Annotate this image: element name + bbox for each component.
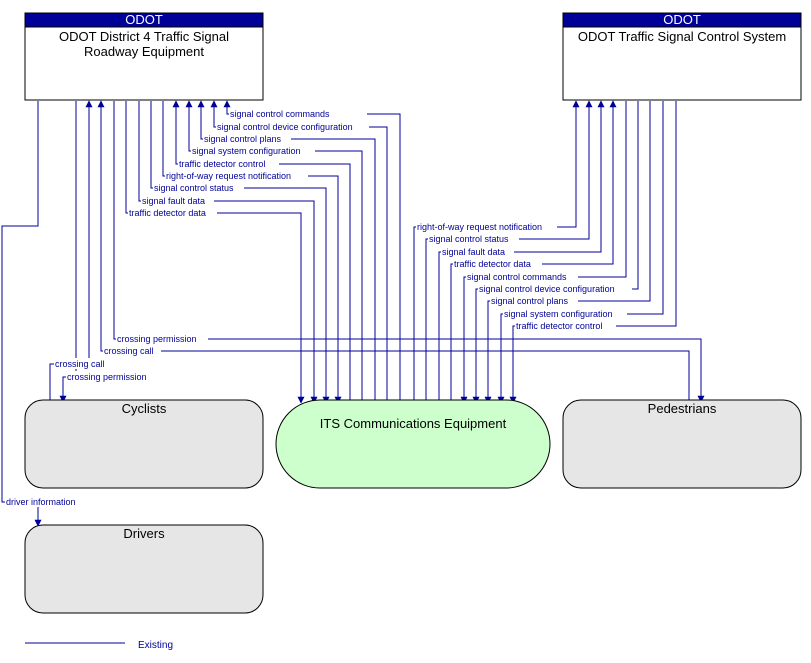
node-title: ITS Communications Equipment bbox=[320, 416, 507, 431]
legend: Existing bbox=[25, 640, 173, 651]
legend-existing-label: Existing bbox=[138, 640, 173, 651]
label-t-signal-control-plans: signal control plans bbox=[491, 296, 569, 306]
label-d4-signal-system-configuration: signal system configuration bbox=[192, 146, 301, 156]
flow-labels: signal control commands signal control d… bbox=[5, 108, 632, 507]
label-driver-information: driver information bbox=[6, 497, 76, 507]
label-d4-signal-control-commands: signal control commands bbox=[230, 109, 330, 119]
node-drivers[interactable]: Drivers bbox=[24, 524, 264, 614]
label-ped-crossing-permission: crossing permission bbox=[117, 334, 197, 344]
label-d4-traffic-detector-control: traffic detector control bbox=[179, 159, 265, 169]
owner-label: ODOT bbox=[663, 12, 701, 27]
label-d4-signal-control-device-configuration: signal control device configuration bbox=[217, 122, 353, 132]
label-t-signal-control-device-configuration: signal control device configuration bbox=[479, 284, 615, 294]
label-ped-crossing-call: crossing call bbox=[104, 346, 154, 356]
node-its-communications-equipment[interactable]: ITS Communications Equipment bbox=[275, 399, 551, 489]
node-title: Pedestrians bbox=[648, 401, 717, 416]
node-title-line1: ODOT District 4 Traffic Signal bbox=[59, 29, 229, 44]
node-title: Cyclists bbox=[122, 401, 167, 416]
label-d4-signal-fault-data: signal fault data bbox=[142, 196, 205, 206]
label-t-signal-fault-data: signal fault data bbox=[442, 247, 505, 257]
label-d4-right-of-way-request-notification: right-of-way request notification bbox=[166, 171, 291, 181]
flow-line-d4-signal-fault-data bbox=[138, 101, 318, 404]
flow-line-t-signal-fault-data bbox=[438, 100, 605, 403]
label-d4-traffic-detector-data: traffic detector data bbox=[129, 208, 206, 218]
flow-line-cyc-crossing-call bbox=[49, 100, 93, 402]
label-t-signal-control-commands: signal control commands bbox=[467, 272, 567, 282]
node-pedestrians[interactable]: Pedestrians bbox=[562, 399, 802, 489]
label-t-signal-control-status: signal control status bbox=[429, 234, 509, 244]
flow-line-ped-crossing-permission bbox=[113, 101, 705, 403]
label-cyc-crossing-call: crossing call bbox=[55, 359, 105, 369]
node-odot-district4-roadway-equipment[interactable]: ODOT ODOT District 4 Traffic Signal Road… bbox=[24, 12, 264, 101]
label-d4-signal-control-plans: signal control plans bbox=[204, 134, 282, 144]
label-t-signal-system-configuration: signal system configuration bbox=[504, 309, 613, 319]
flow-line-cyc-crossing-permission bbox=[59, 101, 77, 403]
label-t-traffic-detector-control: traffic detector control bbox=[516, 321, 602, 331]
label-d4-signal-control-status: signal control status bbox=[154, 183, 234, 193]
owner-label: ODOT bbox=[125, 12, 163, 27]
label-cyc-crossing-permission: crossing permission bbox=[67, 372, 147, 382]
node-title: Drivers bbox=[123, 526, 165, 541]
label-t-right-of-way-request-notification: right-of-way request notification bbox=[417, 222, 542, 232]
node-odot-traffic-signal-control-system[interactable]: ODOT ODOT Traffic Signal Control System bbox=[562, 12, 802, 101]
node-cyclists[interactable]: Cyclists bbox=[24, 399, 264, 489]
node-title: ODOT Traffic Signal Control System bbox=[578, 29, 786, 44]
node-title-line2: Roadway Equipment bbox=[84, 44, 204, 59]
flow-line-ped-crossing-call bbox=[97, 100, 690, 402]
label-t-traffic-detector-data: traffic detector data bbox=[454, 259, 531, 269]
